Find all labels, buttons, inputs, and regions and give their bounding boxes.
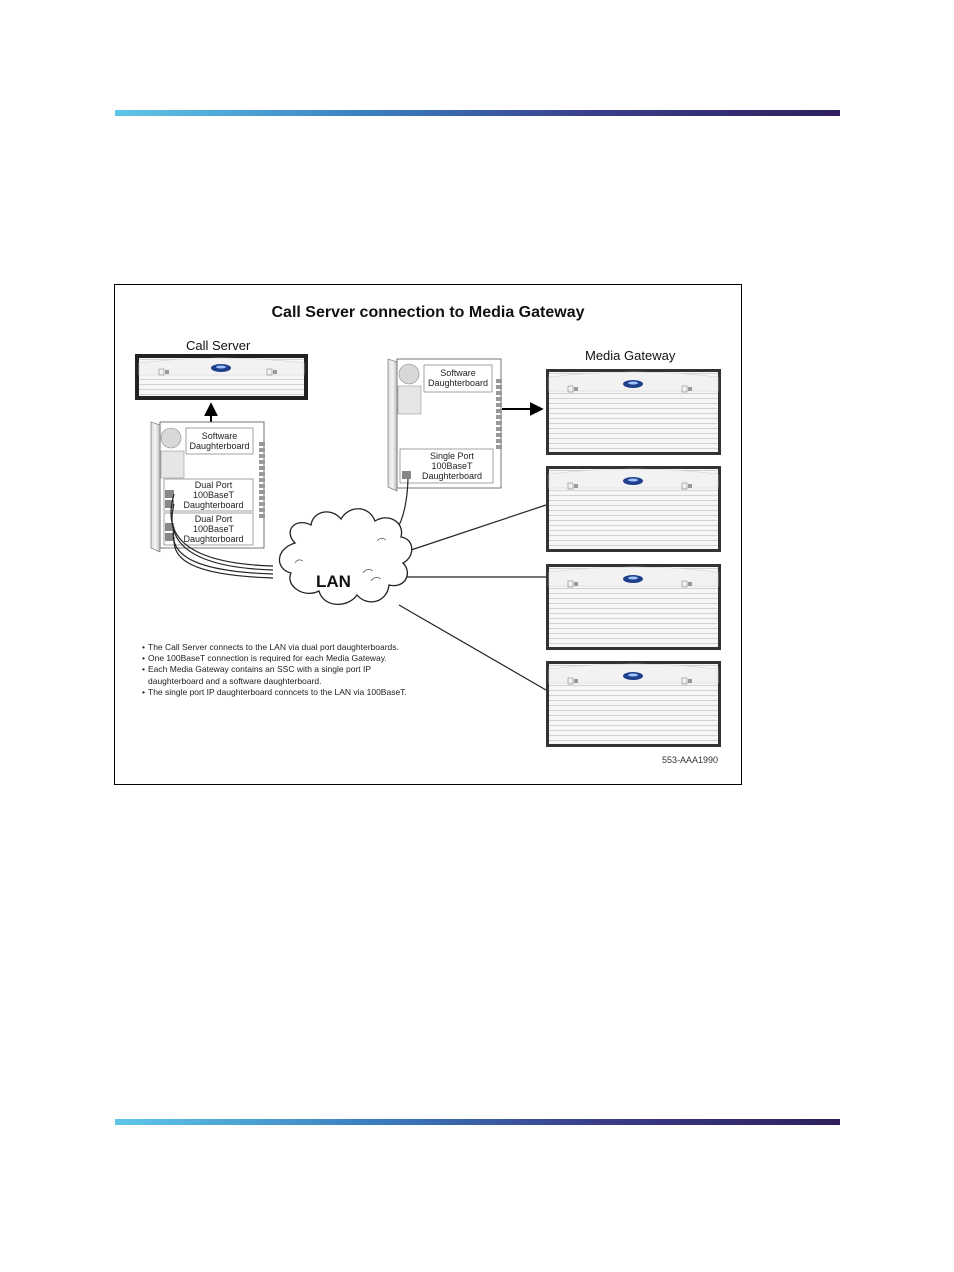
note-item: One 100BaseT connection is required for … (142, 653, 407, 664)
diagram-graphics (135, 354, 722, 748)
mg-software-daughterboard-label: Software Daughterboard (427, 368, 489, 388)
call-server-chassis (135, 354, 308, 400)
diagram-title: Call Server connection to Media Gateway (271, 304, 585, 321)
media-gateway-unit-3 (545, 563, 722, 651)
figure-id: 553-AAA1990 (662, 755, 719, 765)
media-gateway-unit-2 (545, 465, 722, 553)
call-server-ssc-card (150, 421, 265, 553)
note-item: The Call Server connects to the LAN via … (142, 642, 407, 653)
media-gateway-label: Media Gateway (585, 348, 676, 363)
media-gateway-unit-4 (545, 660, 722, 748)
media-gateway-unit-1 (545, 368, 722, 456)
cs-software-daughterboard-label: Software Daughterboard (189, 431, 250, 451)
notes-list: The Call Server connects to the LAN via … (142, 642, 407, 698)
header-rule (115, 110, 840, 116)
lan-cloud-icon (278, 508, 413, 605)
note-item: Each Media Gateway contains an SSC with … (142, 664, 407, 686)
cs-dual-port-1-label: Dual Port 100BaseT Daughterboard (183, 480, 244, 510)
footer-rule (115, 1119, 840, 1125)
cables (170, 478, 547, 691)
lan-label: LAN (316, 572, 351, 591)
card-connector-pins (259, 442, 265, 518)
network-diagram: Call Server connection to Media Gateway … (114, 284, 742, 785)
mg-single-port-label: Single Port 100BaseT Daughterboard (421, 451, 483, 481)
cs-dual-port-2-label: Dual Port 100BaseT Daughtorboard (183, 514, 244, 544)
note-item: The single port IP daughterboard conncet… (142, 687, 407, 698)
call-server-label: Call Server (186, 338, 251, 353)
card-connector-pins (496, 379, 502, 449)
media-gateway-ssc-card (387, 358, 502, 492)
